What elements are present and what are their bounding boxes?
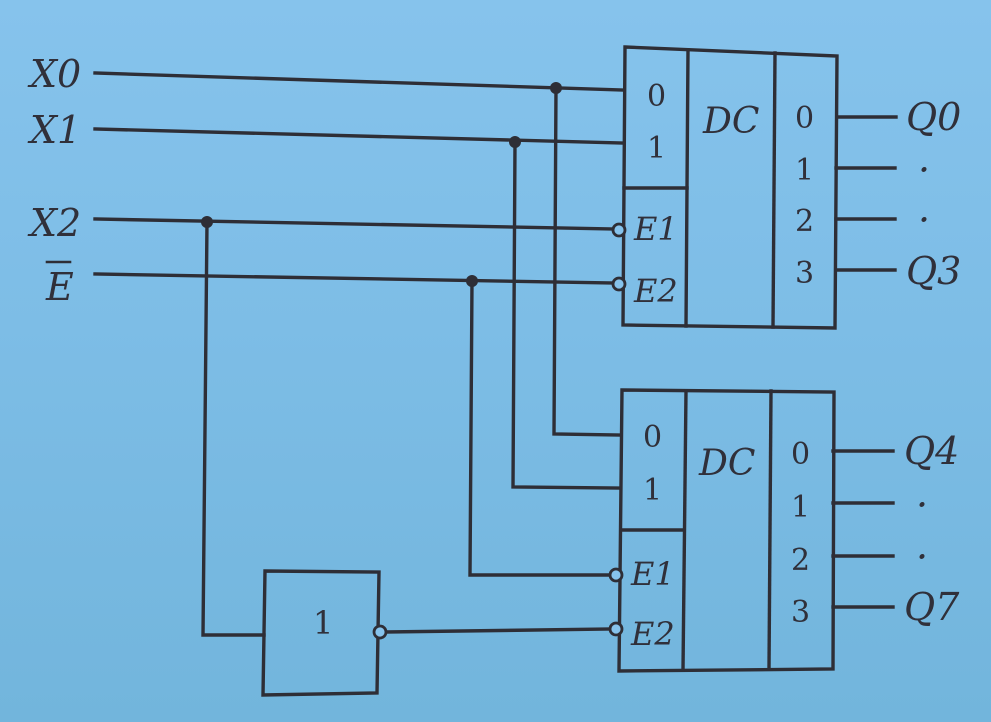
- inverter-label: 1: [313, 604, 333, 642]
- output-label-q6: ·: [916, 535, 928, 579]
- wire-x1-branch: [511, 140, 621, 490]
- input-label-x0: X0: [27, 52, 81, 96]
- decoder-top-enable-2: E2: [633, 272, 678, 310]
- wire-e: [93, 272, 617, 285]
- decoder-top-out-2: 2: [795, 204, 814, 239]
- inverter-body: [261, 569, 381, 697]
- output-label-q3: Q3: [906, 249, 961, 293]
- decoder-bottom-divider-right: [767, 389, 773, 671]
- wire-x2: [93, 217, 617, 231]
- output-label-q0: Q0: [906, 95, 961, 139]
- decoder-bottom-out-2: 2: [791, 543, 810, 578]
- wire-e-branch: [468, 279, 614, 577]
- inverter-gate: 1: [261, 569, 381, 697]
- junction-x2: [201, 216, 213, 228]
- decoder-top-addr-0: 0: [647, 79, 666, 114]
- bubble-inverter-out: [372, 624, 388, 640]
- input-label-x1: X1: [27, 108, 81, 152]
- decoder-top-out-3: 3: [795, 256, 814, 291]
- decoder-bottom-enable-2: E2: [630, 615, 675, 653]
- bubble-top-e1: [611, 222, 627, 238]
- decoder-top-addr-1: 1: [647, 131, 666, 166]
- output-label-q4: Q4: [904, 429, 959, 473]
- decoder-bottom: 0 1 E1 E2 DC 0 1 2 3: [617, 388, 836, 673]
- decoder-bottom-title: DC: [698, 443, 755, 484]
- bubble-top-e2: [611, 276, 627, 292]
- junction-e: [466, 275, 478, 287]
- junction-x1: [509, 136, 521, 148]
- wire-x1: [93, 127, 624, 145]
- wire-x2-branch: [201, 220, 266, 637]
- wire-inverter-out: [384, 627, 614, 634]
- input-label-e: E: [45, 265, 74, 309]
- output-label-q7: Q7: [904, 585, 960, 629]
- decoder-bottom-addr-1: 1: [643, 473, 662, 508]
- decoder-top-divider-right: [771, 51, 777, 329]
- decoder-bottom-addr-0: 0: [643, 420, 662, 455]
- decoder-top-enable-1: E1: [633, 210, 678, 248]
- output-label-q2: ·: [918, 198, 930, 242]
- decoder-top-out-0: 0: [795, 101, 814, 136]
- decoder-bottom-enable-1: E1: [630, 555, 675, 593]
- decoder-bottom-out-1: 1: [791, 490, 810, 525]
- decoder-top: 0 1 E1 E2 DC 0 1 2 3: [621, 45, 839, 330]
- junction-x0: [550, 82, 562, 94]
- output-label-q1: ·: [918, 148, 930, 192]
- decoder-bottom-out-3: 3: [791, 595, 810, 630]
- bubble-bottom-e2: [608, 621, 624, 637]
- input-label-x2: X2: [27, 201, 81, 245]
- wire-x0-branch: [552, 86, 622, 437]
- wire-x0: [93, 71, 624, 92]
- output-label-q5: ·: [916, 483, 928, 527]
- decoder-top-out-1: 1: [795, 153, 814, 188]
- decoder-top-title: DC: [702, 101, 759, 142]
- bubble-bottom-e1: [608, 567, 624, 583]
- decoder-bottom-out-0: 0: [791, 437, 810, 472]
